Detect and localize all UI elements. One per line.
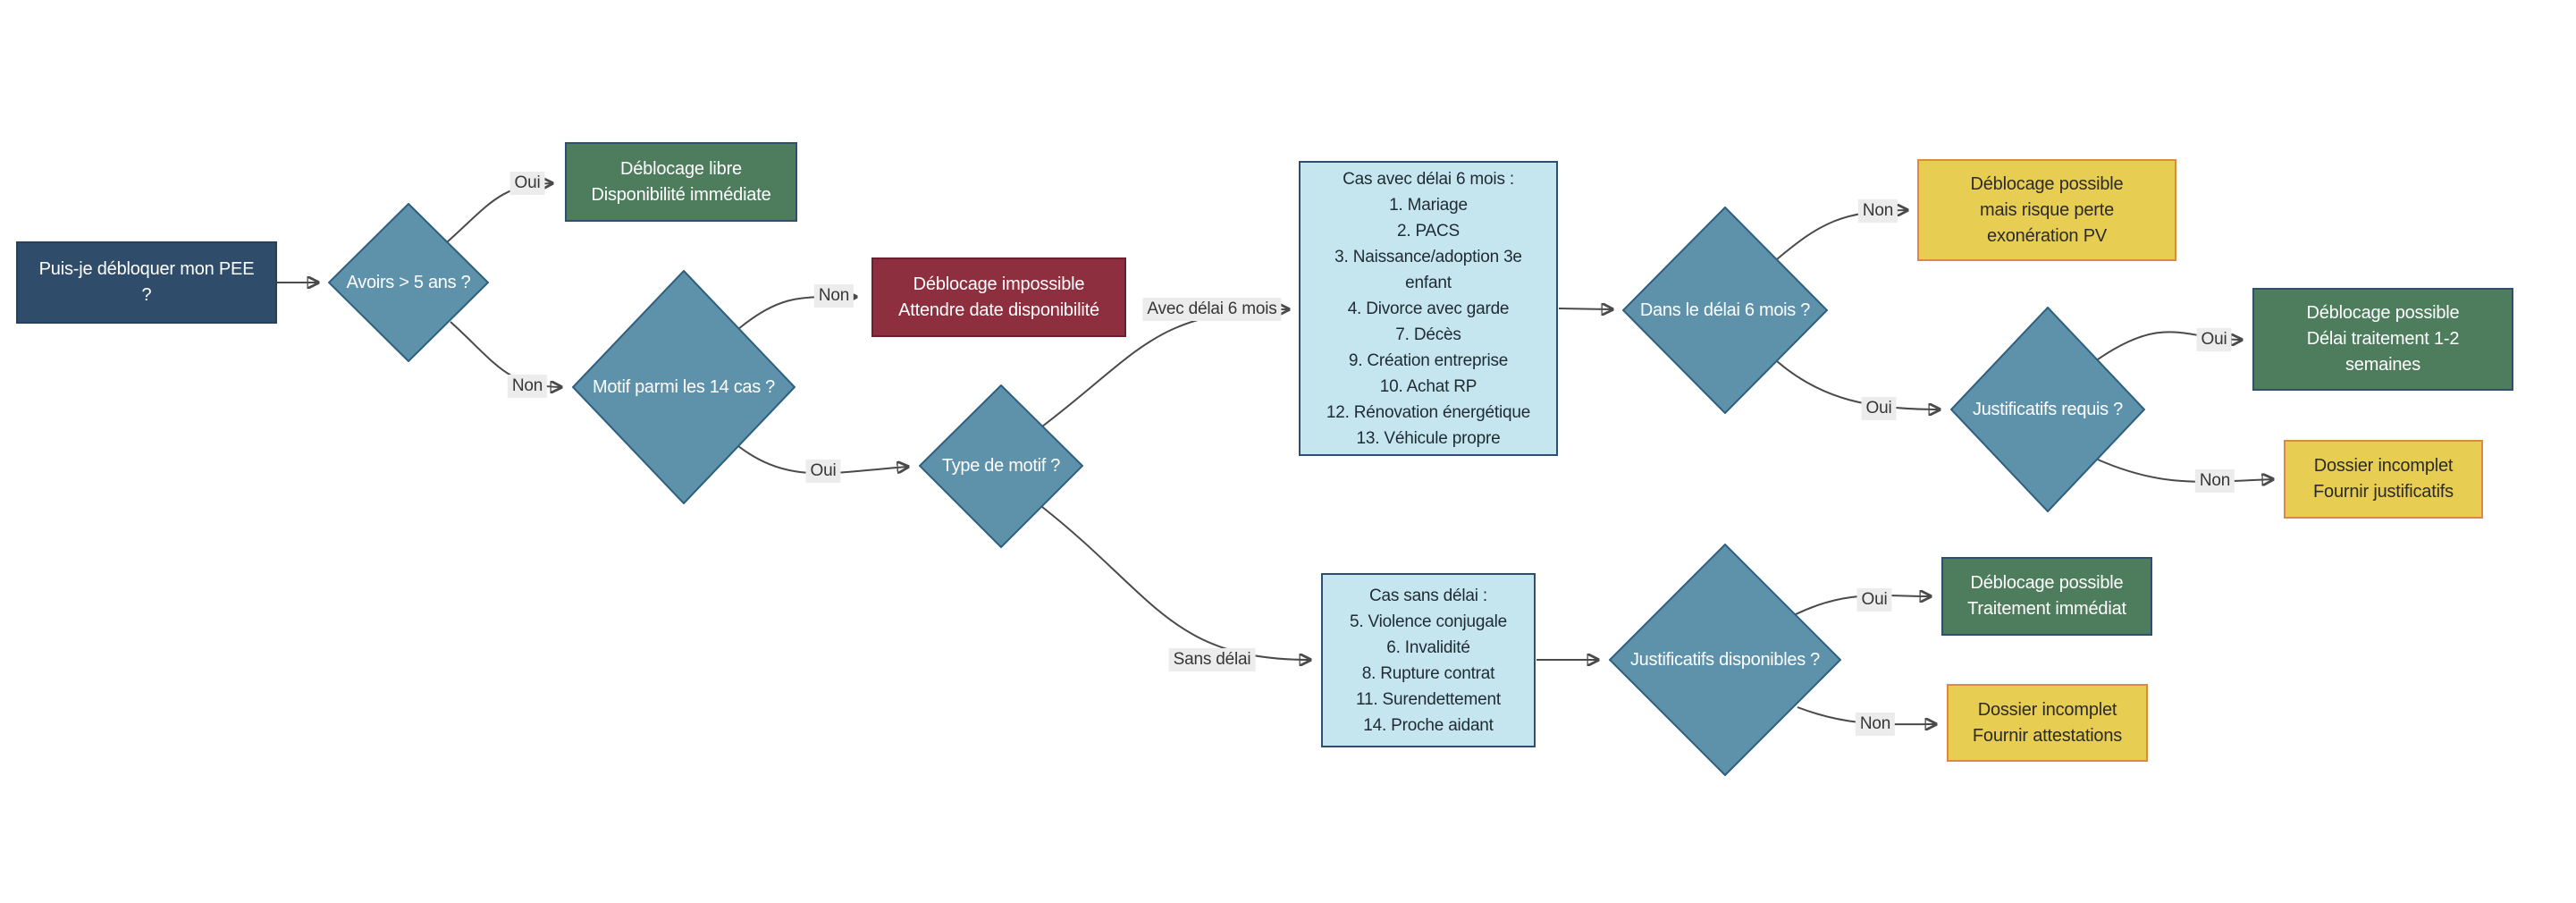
decision-justificatifs-disponibles-label: Justificatifs disponibles ? [1629,649,1820,670]
decision-type-motif: Type de motif ? [919,384,1083,548]
list-line: 9. Création entreprise [1348,350,1509,370]
outcome-deblocage-impossible: Déblocage impossible Attendre date dispo… [871,257,1126,337]
edge-label-non-dans-delai: Non [1857,199,1898,223]
decision-avoirs-label: Avoirs > 5 ans ? [346,272,471,292]
list-line: 2. PACS [1396,221,1461,241]
outcome-line: Déblocage impossible [913,274,1085,294]
info-cas-sans-delai: Cas sans délai : 5. Violence conjugale 6… [1321,573,1536,747]
diamond-shape [919,384,1083,548]
edge-casavec-to-dansdelai [1558,308,1612,309]
start-node: Puis-je débloquer mon PEE ? [16,241,277,324]
edge-label-non-justif-requis: Non [2194,469,2235,493]
info-cas-avec-delai: Cas avec délai 6 mois : 1. Mariage 2. PA… [1299,161,1558,456]
outcome-line: Fournir justificatifs [2313,482,2454,502]
list-line: Cas avec délai 6 mois : [1343,169,1514,189]
outcome-line: Déblocage possible [1970,573,2124,593]
edge-label-oui-dans-delai: Oui [1861,397,1897,420]
decision-justificatifs-disponibles: Justificatifs disponibles ? [1609,544,1841,776]
edge-label-oui-justif-dispo: Oui [1856,588,1892,612]
outcome-line: Déblocage possible [2306,303,2460,323]
outcome-line: exonération PV [1987,225,2107,246]
edge-dansdelai-oui [1776,360,1940,409]
decision-dans-delai-label: Dans le délai 6 mois ? [1639,300,1811,320]
list-line: 4. Divorce avec garde [1347,299,1510,318]
decision-justificatifs-requis: Justificatifs requis ? [1950,307,2145,512]
outcome-line: mais risque perte [1980,199,2114,220]
list-line: 7. Décès [1395,325,1461,344]
edge-type-sans-delai [1041,506,1310,660]
list-line: 12. Rénovation énergétique [1326,402,1531,422]
edge-label-non-justif-dispo: Non [1855,713,1896,736]
outcome-line: Délai traitement 1-2 [2306,329,2460,349]
edge-label-non-motif: Non [813,284,854,308]
diamond-shape [572,270,796,504]
outcome-line: Déblocage libre [620,158,742,179]
list-line: 3. Naissance/adoption 3e enfant [1334,247,1522,292]
diamond-shape [1950,307,2145,512]
edge-label-oui-avoirs: Oui [509,172,545,195]
diamond-shape [328,203,489,362]
diamond-shape [1622,207,1828,414]
outcome-risque-perte-exoneration: Déblocage possible mais risque perte exo… [1917,159,2176,261]
outcome-line: Disponibilité immédiate [591,184,771,205]
outcome-line: Fournir attestations [1972,725,2123,746]
edge-justifrequis-non [2097,459,2273,482]
outcome-line: Dossier incomplet [1977,699,2117,720]
list-line: 6. Invalidité [1386,637,1470,657]
outcome-dossier-incomplet-justificatifs: Dossier incomplet Fournir justificatifs [2284,440,2483,519]
list-line: 11. Surendettement [1356,689,1501,709]
outcome-line: Déblocage possible [1970,173,2124,194]
start-node-line1: Puis-je débloquer mon PEE [38,259,255,279]
outcome-line: semaines [2345,355,2420,375]
start-node-line2: ? [141,285,152,305]
list-line: 13. Véhicule propre [1356,428,1501,448]
edge-label-avec-delai: Avec délai 6 mois [1142,298,1282,321]
list-line: Cas sans délai : [1369,586,1487,605]
decision-justificatifs-requis-label: Justificatifs requis ? [1973,399,2123,419]
decision-type-motif-label: Type de motif ? [941,456,1061,476]
outcome-line: Attendre date disponibilité [898,300,1099,320]
decision-motif-14-cas: Motif parmi les 14 cas ? [572,270,796,504]
outcome-line: Traitement immédiat [1967,599,2126,619]
decision-motif-label: Motif parmi les 14 cas ? [593,376,775,397]
edge-label-non-avoirs: Non [507,375,548,398]
list-line: 8. Rupture contrat [1361,663,1495,683]
diamond-shape [1609,544,1841,776]
edge-label-oui-justif-requis: Oui [2196,328,2232,351]
outcome-deblocage-libre: Déblocage libre Disponibilité immédiate [565,142,797,222]
list-line: 1. Mariage [1389,195,1468,215]
outcome-deblocage-1-2-semaines: Déblocage possible Délai traitement 1-2 … [2252,288,2513,391]
decision-avoirs: Avoirs > 5 ans ? [328,203,489,362]
decision-dans-delai: Dans le délai 6 mois ? [1622,207,1828,414]
list-line: 5. Violence conjugale [1349,612,1508,631]
outcome-line: Dossier incomplet [2313,456,2454,476]
edge-label-oui-motif: Oui [805,460,841,483]
outcome-dossier-incomplet-attestations: Dossier incomplet Fournir attestations [1947,684,2148,762]
outcome-traitement-immediat: Déblocage possible Traitement immédiat [1941,557,2152,636]
list-line: 10. Achat RP [1379,376,1477,396]
edge-label-sans-delai: Sans délai [1168,648,1256,671]
list-line: 14. Proche aidant [1363,715,1494,735]
